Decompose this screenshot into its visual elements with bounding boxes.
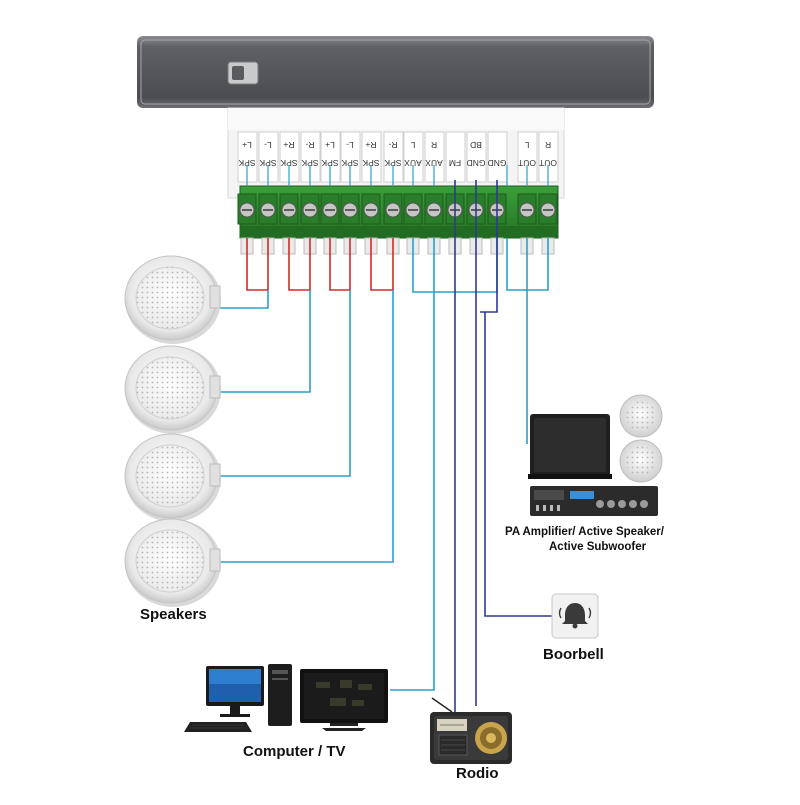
speaker-icon [124,518,221,607]
speaker-icon [124,433,221,522]
radio-icon [430,697,512,764]
terminal-label-text: FM [449,158,461,168]
wire-speaker-1 [220,290,269,309]
wire-red [329,238,351,291]
terminal-label-text: SPK [238,158,255,168]
terminal-label-text: SPK [301,158,318,168]
terminal-label-text: GND [488,158,507,168]
caption-doorbell: Boorbell [543,646,604,663]
terminal-label-text: R- [388,140,397,150]
terminal-label-text: SPK [362,158,379,168]
terminal-label-text: L [524,140,529,150]
terminal-label-text: SPK [321,158,338,168]
terminal-label-text: SPK [280,158,297,168]
terminal-label-text: BD [470,140,482,150]
terminal-screw[interactable] [383,193,403,255]
doorbell-icon [551,593,599,639]
device-panel [137,36,654,108]
terminal-label-text: AUX [404,158,422,168]
terminal-label-text: SPK [384,158,401,168]
wire-red [370,238,394,291]
terminal-label-text: AUX [425,158,443,168]
speaker-icon [124,345,221,434]
terminal-screw[interactable] [361,193,381,255]
wire-red [246,238,269,291]
terminal-label-text: R [431,140,437,150]
terminal-label-text: OUT [539,158,557,168]
caption-pa-line1: PA Amplifier/ Active Speaker/ [505,526,664,538]
terminal-label-text: L [410,140,415,150]
wire-doorbell-c [484,312,552,617]
terminal-screw[interactable] [445,193,465,255]
terminal-label: L- SPK [340,131,361,183]
terminal-label-text: L+ [242,140,252,150]
wire-aux-computer [390,238,435,691]
tv-icon [300,669,388,731]
terminal-label-text: L- [264,140,272,150]
caption-pa-line2: Active Subwoofer [549,541,647,553]
terminal-label-text: GND [467,158,486,168]
caption-radio: Rodio [456,765,499,782]
terminal-screw[interactable] [403,193,423,255]
computer-icon [184,664,292,732]
terminal-label-text: R+ [283,140,294,150]
wire-red [288,238,311,291]
terminal-screw[interactable] [538,193,558,255]
terminal-label-text: L- [346,140,354,150]
terminal-label-text: R+ [365,140,376,150]
terminal-screw[interactable] [300,193,320,255]
terminal-label-text: SPK [259,158,276,168]
speaker-icon [619,394,663,438]
wire-speaker-3 [220,290,351,477]
amplifier-icon [530,486,658,516]
terminal-label-text: R [545,140,551,150]
terminal-label: R- SPK [300,131,321,183]
wire-speaker-2 [220,290,311,393]
terminal-block [237,185,559,255]
terminal-label-text: L+ [325,140,335,150]
terminal-label: BD GND [466,131,487,183]
subwoofer-icon [528,414,612,479]
speaker-icon [124,255,221,344]
terminal-screw[interactable] [517,193,537,255]
wire-layer [220,165,552,712]
caption-computer-tv: Computer / TV [243,743,346,760]
speaker-icon [619,439,663,483]
terminal-label: GND [487,131,508,183]
terminal-label-text: SPK [341,158,358,168]
terminal-label-text: R- [305,140,314,150]
terminal-screw[interactable] [340,193,360,255]
terminal-label: L- SPK [258,131,279,183]
terminal-label-text: OUT [518,158,536,168]
wire-speaker-4 [220,290,394,563]
caption-speakers: Speakers [140,606,207,623]
terminal-label: FM [445,131,466,183]
